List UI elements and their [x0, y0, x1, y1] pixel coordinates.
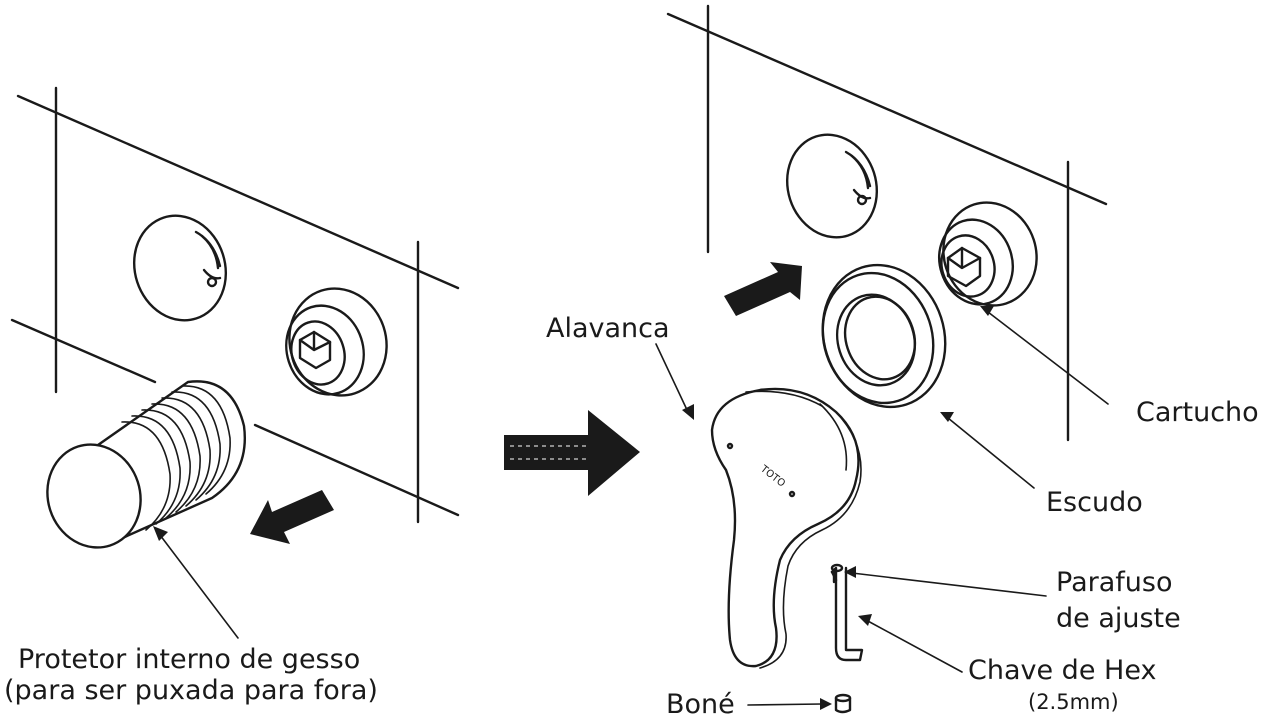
right-wall-panel — [666, 4, 1108, 442]
leader-cartucho — [980, 306, 1109, 405]
leader-parafuso — [844, 566, 1047, 597]
leader-protetor — [153, 526, 239, 639]
right-wall-opening — [785, 133, 879, 239]
cap — [834, 693, 852, 714]
label-protetor-line2: (para ser puxada para fora) — [4, 675, 378, 706]
lever-handle — [710, 387, 862, 669]
leader-escudo — [940, 412, 1035, 489]
left-wall-opening — [132, 214, 228, 322]
escutcheon — [821, 263, 947, 409]
hex-key — [830, 566, 864, 662]
label-chave-line2: (2.5mm) — [1028, 690, 1119, 714]
leader-alavanca — [655, 343, 694, 420]
label-alavanca: Alavanca — [546, 313, 670, 344]
pull-out-arrow — [250, 490, 334, 544]
insert-arrow — [724, 262, 802, 316]
leader-chave — [858, 614, 963, 673]
label-protetor-line1: Protetor interno de gesso — [18, 644, 361, 675]
left-wall-panel — [10, 86, 460, 524]
label-bone: Boné — [666, 689, 735, 720]
transition-arrow — [504, 410, 640, 496]
label-parafuso-line1: Parafuso — [1056, 567, 1173, 598]
label-parafuso-line2: de ajuste — [1056, 603, 1181, 634]
label-escudo: Escudo — [1046, 487, 1143, 518]
label-cartucho: Cartucho — [1136, 397, 1259, 428]
left-cartridge — [285, 287, 388, 397]
label-chave-line1: Chave de Hex — [968, 655, 1157, 686]
plaster-guard — [46, 380, 246, 549]
set-screw — [830, 563, 844, 584]
leader-bone — [747, 698, 832, 710]
right-cartridge — [938, 201, 1038, 307]
